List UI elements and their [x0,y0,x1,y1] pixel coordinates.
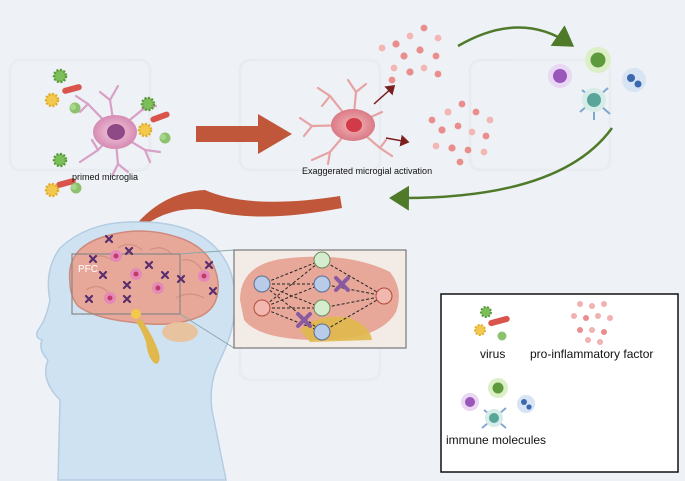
arrow-to-activation [196,114,292,154]
zoom-line-top [179,249,235,255]
primed-microglia-label: primed microglia [72,172,138,182]
legend-box: virus pro-inflammatory factor immune mol… [440,293,679,473]
arrow-to-brain [116,190,342,252]
virus-icon-cluster [44,68,171,198]
immune-molecules-group [548,47,646,120]
legend-virus-label: virus [480,347,505,361]
green-arrow-back [389,127,614,211]
pfc-label: PFC [78,264,98,275]
brain-microglia-markers [104,250,210,319]
release-arrow-right [385,134,410,147]
network-inset [233,249,407,349]
neuron-damage-crosses [84,234,218,304]
legend-factor-icon [571,301,613,345]
activated-microglia-cell [298,78,394,166]
pro-inflammatory-factor-cluster-top [378,24,442,84]
release-arrow-up [373,84,396,105]
legend-immune-icon [461,378,535,429]
legend-virus-icon [474,306,510,341]
legend-factor-label: pro-inflammatory factor [530,347,653,361]
legend-immune-label: immune molecules [446,433,546,447]
pro-inflammatory-factor-cluster-bottom [428,100,494,166]
green-arrow-to-immune [457,25,575,48]
zoom-line-bottom [179,313,235,349]
exaggerated-activation-label: Exaggerated microgial activation [302,166,432,176]
